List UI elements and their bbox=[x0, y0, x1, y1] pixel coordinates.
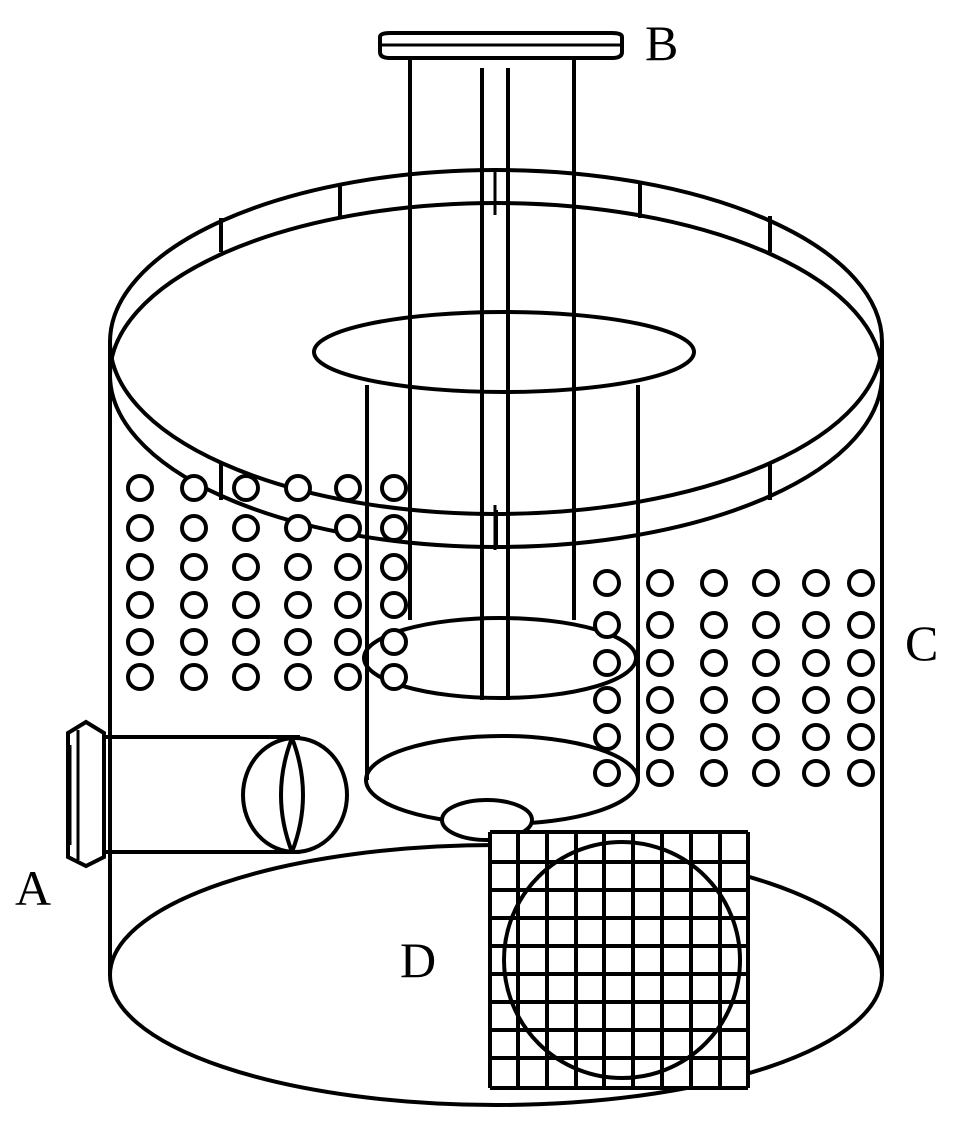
perforation-hole bbox=[284, 474, 312, 502]
perforation-hole bbox=[802, 686, 830, 714]
inner-cylinder bbox=[362, 616, 638, 700]
mesh-circle bbox=[502, 840, 742, 1080]
perforation-hole bbox=[232, 628, 260, 656]
perforation-hole bbox=[180, 663, 208, 691]
perforation-hole bbox=[126, 514, 154, 542]
perforation-hole bbox=[284, 628, 312, 656]
pipe-end-arc bbox=[290, 737, 305, 853]
perforation-hole bbox=[593, 723, 621, 751]
pipe-end-arc bbox=[279, 737, 294, 853]
perforation-hole bbox=[126, 474, 154, 502]
mesh-filter bbox=[488, 830, 750, 1090]
plunger-assembly bbox=[378, 31, 624, 700]
perforation-hole bbox=[180, 553, 208, 581]
perforation-hole bbox=[380, 591, 408, 619]
rim-inner-ellipse bbox=[108, 201, 884, 549]
mesh-vertical-lines bbox=[488, 832, 750, 1088]
perforation-hole bbox=[646, 569, 674, 597]
perforation-hole bbox=[700, 649, 728, 677]
perforation-hole bbox=[232, 591, 260, 619]
perforation-hole bbox=[646, 723, 674, 751]
perforation-hole bbox=[126, 591, 154, 619]
perforation-hole bbox=[232, 514, 260, 542]
perforation-hole bbox=[847, 649, 875, 677]
perforations-right bbox=[593, 569, 875, 787]
inner-cylinder-top bbox=[362, 616, 638, 700]
perforation-hole bbox=[380, 628, 408, 656]
perforation-hole bbox=[284, 514, 312, 542]
perforation-hole bbox=[700, 569, 728, 597]
perforation-hole bbox=[646, 649, 674, 677]
perforation-hole bbox=[232, 474, 260, 502]
pipe-end-disc bbox=[241, 736, 349, 854]
perforation-hole bbox=[847, 759, 875, 787]
perforation-hole bbox=[334, 591, 362, 619]
perforation-hole bbox=[232, 663, 260, 691]
perforation-hole bbox=[700, 611, 728, 639]
perforation-hole bbox=[593, 611, 621, 639]
label-b: B bbox=[645, 15, 678, 71]
perforation-hole bbox=[847, 723, 875, 751]
perforation-hole bbox=[802, 649, 830, 677]
outer-cylinder bbox=[108, 340, 884, 1107]
perforation-hole bbox=[593, 759, 621, 787]
perforation-hole bbox=[646, 611, 674, 639]
mesh-horizontal-lines bbox=[490, 830, 748, 1090]
label-d: D bbox=[400, 932, 436, 988]
perforation-hole bbox=[334, 628, 362, 656]
perforation-hole bbox=[802, 569, 830, 597]
perforation-hole bbox=[802, 723, 830, 751]
perforation-hole bbox=[334, 514, 362, 542]
perforation-hole bbox=[180, 514, 208, 542]
perforation-hole bbox=[752, 686, 780, 714]
perforation-hole bbox=[802, 759, 830, 787]
perforation-hole bbox=[593, 686, 621, 714]
perforation-hole bbox=[700, 759, 728, 787]
label-a: A bbox=[15, 860, 51, 916]
perforation-hole bbox=[752, 611, 780, 639]
perforation-hole bbox=[847, 611, 875, 639]
perforation-hole bbox=[752, 569, 780, 597]
perforation-hole bbox=[380, 663, 408, 691]
perforation-hole bbox=[126, 663, 154, 691]
perforation-hole bbox=[700, 723, 728, 751]
perforation-hole bbox=[334, 474, 362, 502]
perforation-hole bbox=[284, 553, 312, 581]
perforation-hole bbox=[380, 474, 408, 502]
perforation-hole bbox=[700, 686, 728, 714]
perforation-hole bbox=[334, 663, 362, 691]
perforation-hole bbox=[593, 569, 621, 597]
rim-outer-ellipse bbox=[108, 168, 884, 516]
perforation-hole bbox=[126, 553, 154, 581]
perforation-hole bbox=[180, 628, 208, 656]
perforation-hole bbox=[802, 611, 830, 639]
perforation-hole bbox=[593, 649, 621, 677]
side-inlet-pipe bbox=[66, 719, 349, 869]
perforation-hole bbox=[284, 591, 312, 619]
rim-opening-ellipse bbox=[312, 310, 696, 394]
perforation-hole bbox=[847, 686, 875, 714]
perforations-left bbox=[126, 474, 408, 691]
pipe-end-cap bbox=[66, 719, 106, 869]
perforation-hole bbox=[334, 553, 362, 581]
perforation-hole bbox=[752, 723, 780, 751]
perforation-hole bbox=[180, 591, 208, 619]
perforation-hole bbox=[646, 686, 674, 714]
perforation-hole bbox=[752, 649, 780, 677]
perforation-hole bbox=[847, 569, 875, 597]
mesh-background bbox=[490, 832, 748, 1088]
perforation-hole bbox=[752, 759, 780, 787]
label-c: C bbox=[905, 615, 938, 671]
perforation-hole bbox=[380, 553, 408, 581]
perforation-hole bbox=[126, 628, 154, 656]
central-tube bbox=[312, 310, 696, 842]
perforation-hole bbox=[380, 514, 408, 542]
perforation-hole bbox=[232, 553, 260, 581]
perforation-hole bbox=[284, 663, 312, 691]
perforation-hole bbox=[646, 759, 674, 787]
top-rim bbox=[108, 168, 884, 549]
perforation-hole bbox=[180, 474, 208, 502]
